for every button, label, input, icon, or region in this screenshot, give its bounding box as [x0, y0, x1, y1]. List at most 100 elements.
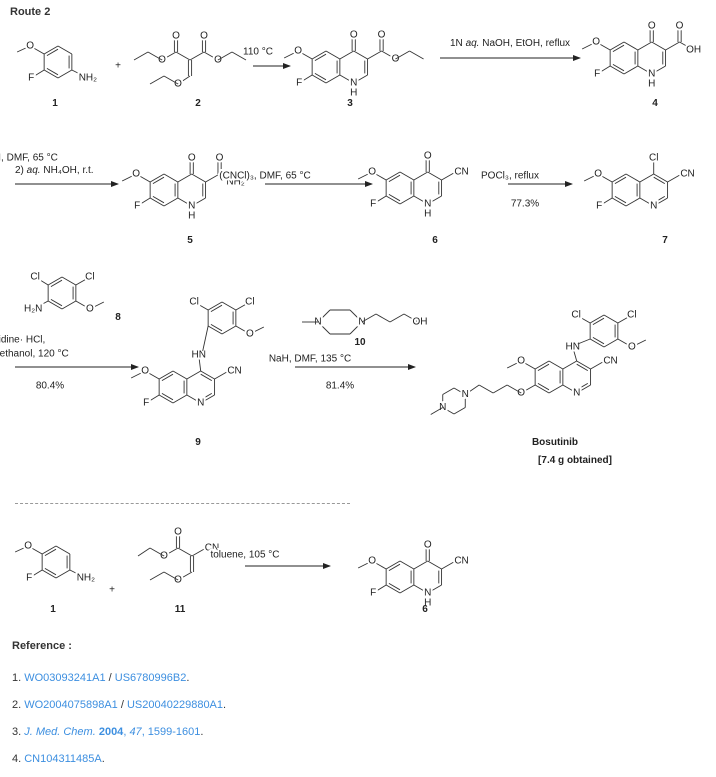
ring-bond: [637, 41, 652, 51]
bond: [177, 75, 191, 85]
atom-label-o: O: [648, 21, 656, 32]
bond: [147, 51, 163, 61]
double-bond: [210, 324, 223, 332]
compound-number: 4: [652, 98, 658, 109]
double-bond: [46, 48, 59, 56]
double-bond: [161, 373, 174, 381]
ring-bond: [325, 74, 341, 84]
ring-bond: [639, 197, 654, 207]
double-bond: [152, 176, 165, 184]
bond: [665, 41, 680, 51]
bond: [149, 75, 165, 85]
bond: [617, 314, 633, 324]
journal-year: 2004: [98, 726, 124, 738]
ring-bond: [311, 50, 327, 60]
reference-1: 1. WO03093241A1 / US6780996B2.: [12, 672, 189, 684]
ring-bond: [207, 325, 223, 335]
compound-number: 6: [432, 235, 438, 246]
ref-link-us6780996b2[interactable]: US6780996B2: [114, 672, 187, 684]
atom-label-hn: HN: [191, 350, 205, 361]
bond: [191, 547, 207, 557]
atom-label-o: O: [172, 31, 180, 42]
bond: [572, 346, 578, 362]
step3-line2: 2) aq. NH₄OH, r.t.: [15, 165, 94, 176]
bond: [16, 45, 31, 53]
double-bond: [388, 583, 401, 591]
ring-bond: [339, 50, 354, 60]
atom-label-h: H: [188, 211, 195, 222]
double-bond: [388, 174, 401, 182]
bond: [249, 326, 265, 335]
journal-pages: , 1599-1601: [141, 726, 201, 738]
ref-link-jmedchem[interactable]: J. Med. Chem. 2004, 47, 1599-1601: [24, 726, 200, 738]
bond: [581, 41, 597, 50]
bond: [163, 571, 179, 581]
ref-separator: /: [105, 672, 115, 684]
atom-label-f: F: [28, 73, 34, 84]
double-bond: [614, 176, 627, 184]
bond: [235, 301, 251, 311]
double-bond: [44, 548, 57, 556]
ring-bond: [611, 173, 627, 183]
ring-bond: [158, 394, 174, 404]
ring-bond: [47, 300, 63, 310]
ref-number: 4.: [12, 753, 25, 765]
ring-bond: [589, 338, 605, 348]
bond: [89, 301, 105, 310]
atom-label-o: O: [350, 30, 358, 41]
atom-label-n: N: [648, 69, 655, 80]
ring-bond: [325, 50, 341, 60]
ref-link-wo03093241a1[interactable]: WO03093241A1: [24, 672, 106, 684]
ring-bond: [149, 197, 165, 207]
ring-bond: [385, 584, 401, 594]
atom-label-f: F: [26, 573, 32, 584]
bond: [520, 360, 536, 370]
ring-bond: [576, 384, 591, 394]
ref-link-cn104311485a[interactable]: CN104311485A: [24, 753, 102, 765]
compound-number: 6: [422, 604, 428, 615]
bond: [217, 51, 233, 61]
ref-link-us20040229880a1[interactable]: US20040229880A1: [126, 699, 224, 711]
ring-bond: [186, 370, 201, 380]
ring-bond: [158, 370, 174, 380]
bond: [28, 569, 43, 579]
atom-label-o: O: [676, 21, 684, 32]
atom-label-f: F: [296, 78, 302, 89]
ref-sep: ,: [123, 726, 130, 738]
atom-label-o: O: [158, 55, 166, 66]
compound-number: 2: [195, 98, 201, 109]
atom-label-nh2: NH₂: [77, 573, 95, 584]
bond: [69, 569, 87, 579]
plus-sign: +: [109, 585, 115, 596]
bond: [506, 360, 522, 369]
bond: [583, 173, 599, 182]
compound-number: 11: [175, 604, 186, 615]
double-bond: [612, 44, 625, 52]
atom-label-h2n: H₂N: [24, 304, 42, 315]
bond: [598, 197, 613, 207]
condition-part: NaOH, EtOH, reflux: [479, 38, 570, 49]
ring-bond: [651, 65, 666, 75]
bond: [283, 50, 299, 59]
atom-label-oh: OH: [686, 45, 701, 56]
bond: [372, 584, 387, 594]
reference-4: 4. CN104311485A.: [12, 753, 105, 765]
ring-bond: [200, 370, 215, 380]
atom-label-cn: CN: [227, 366, 241, 377]
ref-link-wo2004075898a1[interactable]: WO2004075898A1: [24, 699, 118, 711]
ring-bond: [172, 394, 188, 404]
ring-bond: [43, 45, 59, 55]
condition-part: aq.: [466, 38, 480, 49]
double-bond: [50, 299, 63, 307]
atom-label-cl: Cl: [245, 297, 254, 308]
ring-bond: [191, 197, 206, 207]
atom-label-o: O: [294, 46, 302, 57]
bond: [34, 276, 49, 286]
atom-label-cl: Cl: [627, 310, 636, 321]
double-bond: [537, 363, 550, 371]
bond: [506, 384, 522, 394]
bond: [349, 309, 363, 323]
atom-label-n: N: [188, 201, 195, 212]
bond: [430, 407, 443, 415]
